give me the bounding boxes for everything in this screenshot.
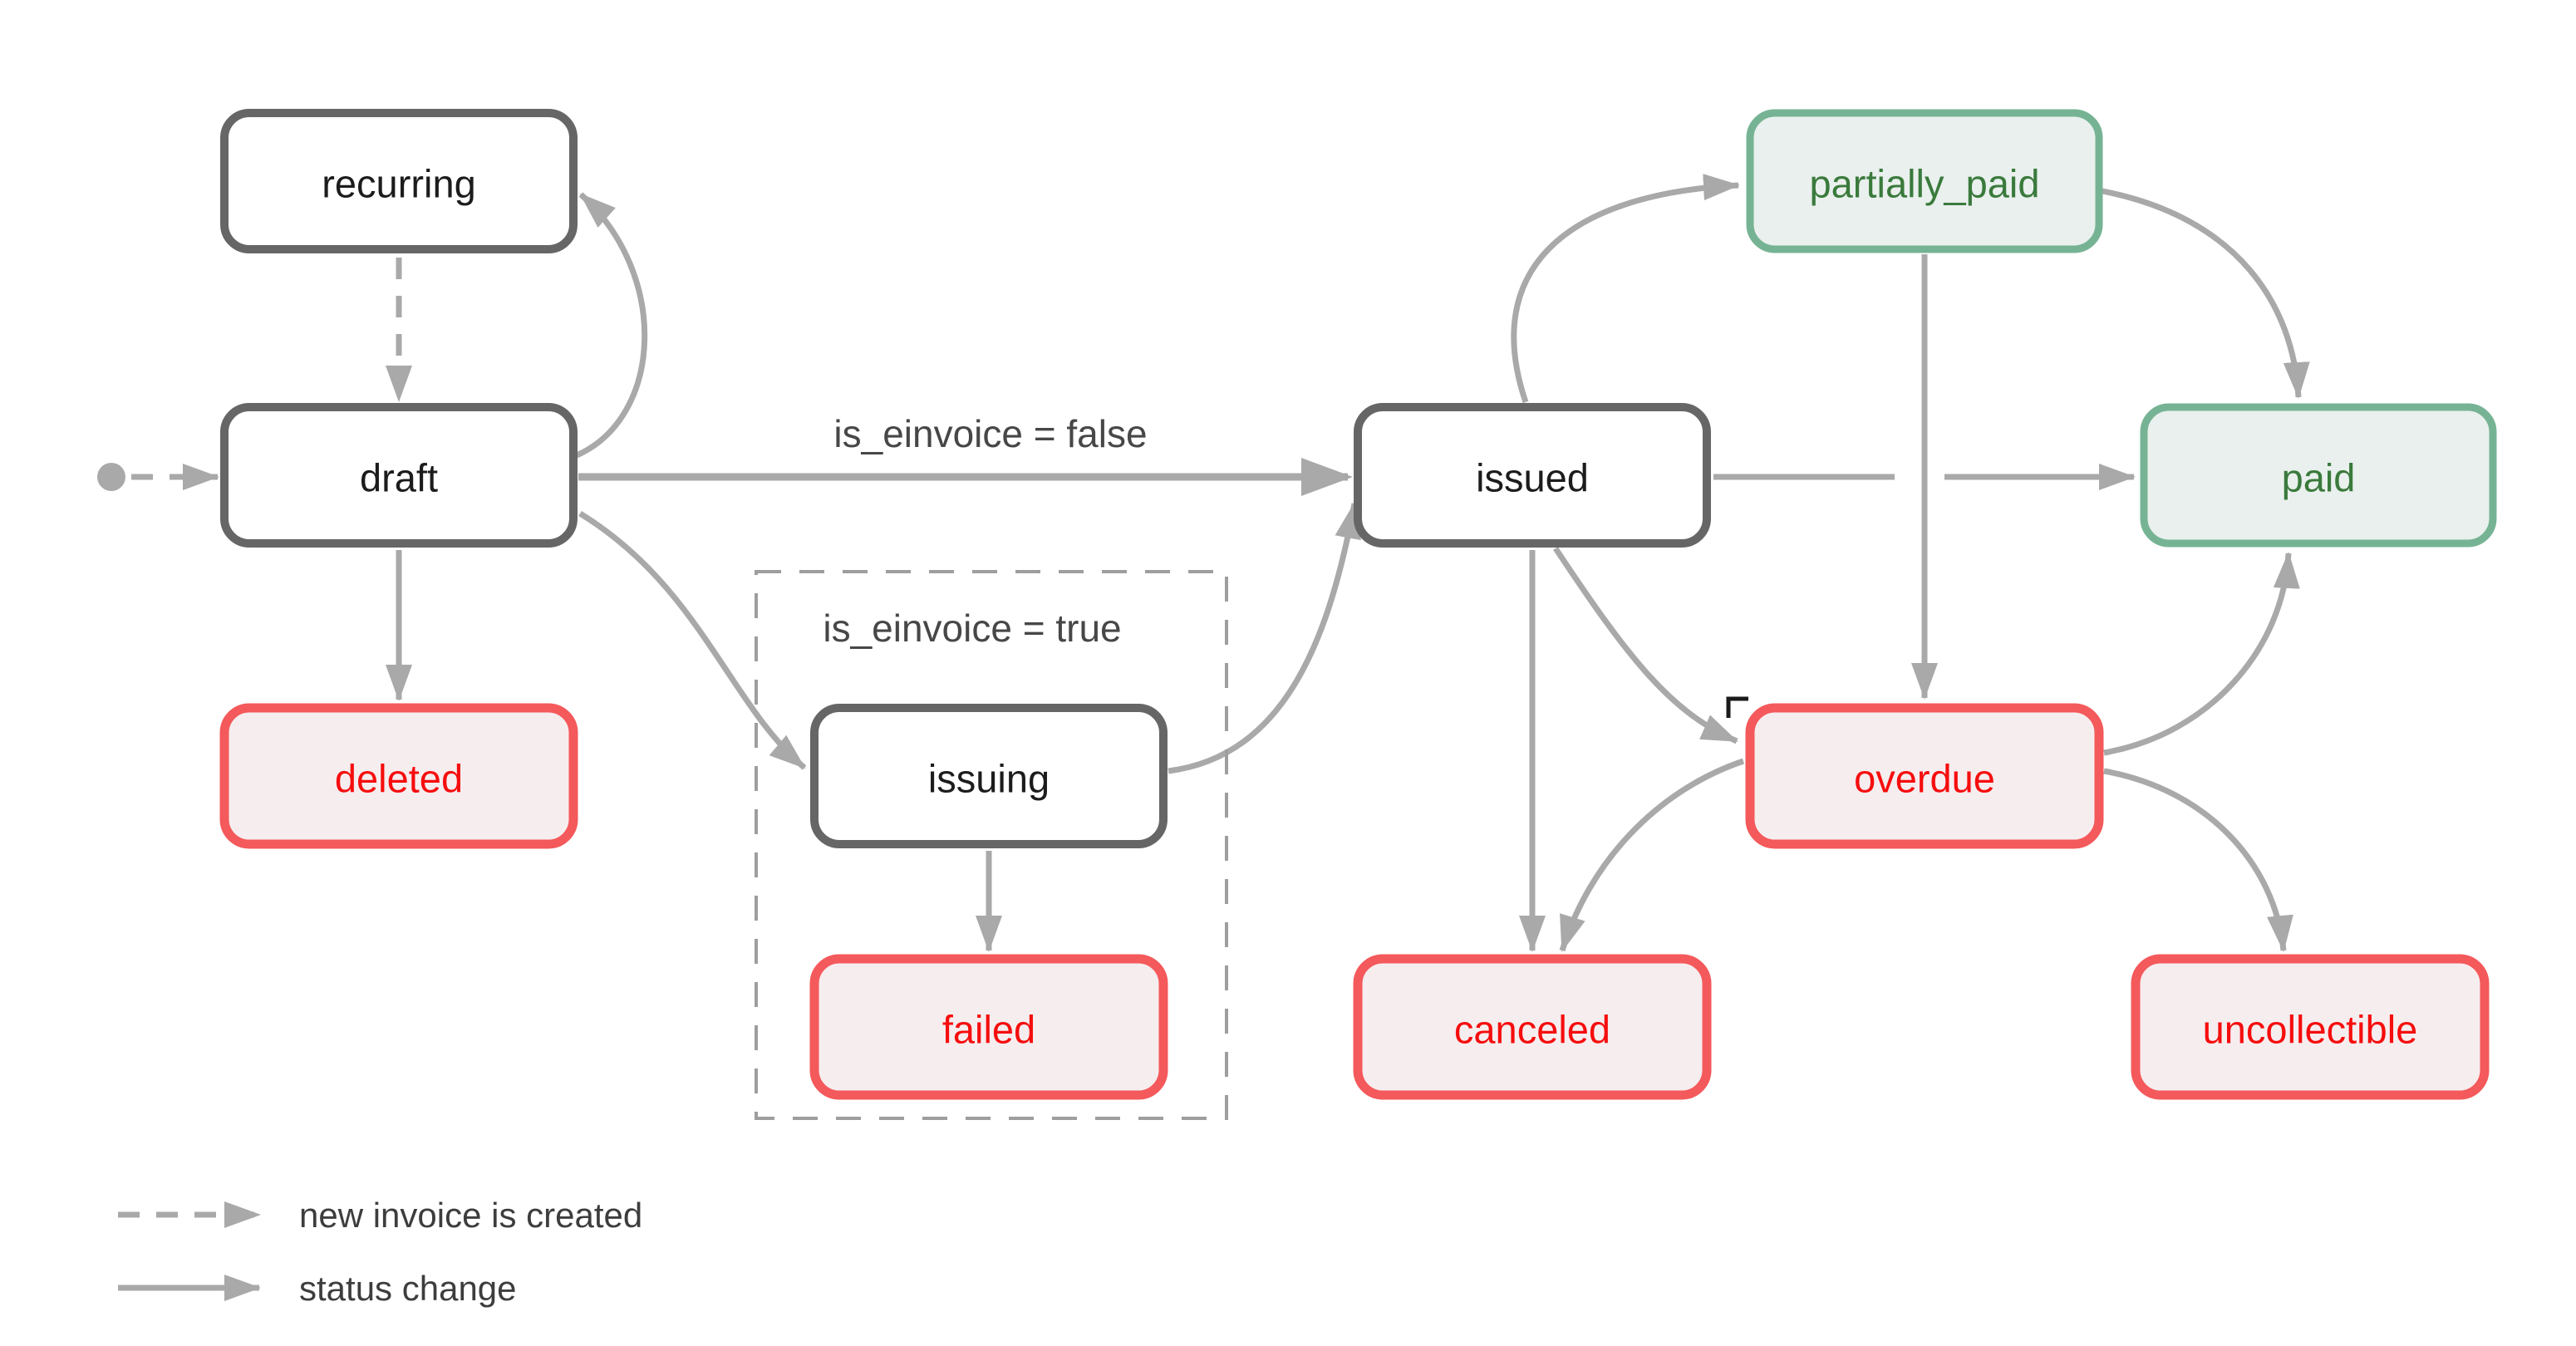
legend: new invoice is created status change xyxy=(118,1196,642,1308)
node-issued: issued xyxy=(1354,403,1711,548)
node-issuing-label: issuing xyxy=(928,757,1050,801)
node-recurring: recurring xyxy=(220,109,578,253)
einvoice-group-container: is_einvoice = true xyxy=(755,570,1228,1120)
edge-overdue-to-uncollectible xyxy=(2103,768,2293,952)
edge-issued-to-overdue xyxy=(1553,547,1738,744)
edge-draft-to-recurring xyxy=(575,192,648,459)
node-failed-box xyxy=(809,954,1168,1100)
node-deleted: deleted xyxy=(219,703,578,849)
node-overdue-box xyxy=(1745,703,2104,849)
node-draft-box xyxy=(220,403,578,548)
node-canceled-box xyxy=(1353,954,1712,1100)
node-failed-label: failed xyxy=(942,1008,1035,1052)
node-issued-box xyxy=(1354,403,1711,548)
node-draft-label: draft xyxy=(360,456,438,500)
node-draft: draft xyxy=(220,403,578,548)
node-paid-box xyxy=(2140,403,2497,548)
start-node xyxy=(97,463,219,491)
edge-label-is-einvoice-true: is_einvoice = true xyxy=(823,607,1121,650)
node-recurring-box xyxy=(220,109,578,253)
edge-partially-paid-to-paid xyxy=(2102,188,2310,399)
edge-draft-to-issuing xyxy=(578,511,807,770)
edge-issuing-to-issued xyxy=(1168,502,1361,774)
node-canceled: canceled xyxy=(1353,954,1712,1100)
node-overdue-label: overdue xyxy=(1854,757,1995,801)
node-issued-label: issued xyxy=(1476,456,1589,500)
node-uncollectible: uncollectible xyxy=(2131,954,2490,1100)
node-failed: failed xyxy=(809,954,1168,1100)
start-dot-icon xyxy=(97,463,125,491)
node-partially-paid-box xyxy=(1746,109,2103,253)
legend-status-change-label: status change xyxy=(299,1269,517,1308)
node-canceled-label: canceled xyxy=(1454,1008,1610,1052)
node-overdue: overdue xyxy=(1726,696,2104,849)
overdue-corner-artifact xyxy=(1726,696,1748,718)
node-deleted-box xyxy=(219,703,578,849)
node-recurring-label: recurring xyxy=(322,162,475,206)
einvoice-dashed-box xyxy=(755,570,1228,1120)
node-partially-paid-label: partially_paid xyxy=(1810,162,2040,206)
node-issuing-box xyxy=(810,704,1168,848)
edge-label-is-einvoice-false: is_einvoice = false xyxy=(833,412,1147,455)
legend-new-invoice-label: new invoice is created xyxy=(299,1196,642,1235)
edge-overdue-to-paid xyxy=(2103,552,2300,756)
node-partially-paid: partially_paid xyxy=(1746,109,2103,253)
legend-item-new-invoice: new invoice is created xyxy=(118,1196,642,1235)
node-deleted-label: deleted xyxy=(335,757,463,801)
edge-overdue-to-canceled xyxy=(1559,758,1745,952)
node-paid-label: paid xyxy=(2282,456,2356,500)
edge-issued-to-partially-paid xyxy=(1511,174,1740,404)
node-uncollectible-label: uncollectible xyxy=(2203,1008,2418,1052)
node-issuing: issuing xyxy=(810,704,1168,848)
node-paid: paid xyxy=(2140,403,2497,548)
legend-item-status-change: status change xyxy=(118,1269,517,1308)
node-uncollectible-box xyxy=(2131,954,2490,1100)
